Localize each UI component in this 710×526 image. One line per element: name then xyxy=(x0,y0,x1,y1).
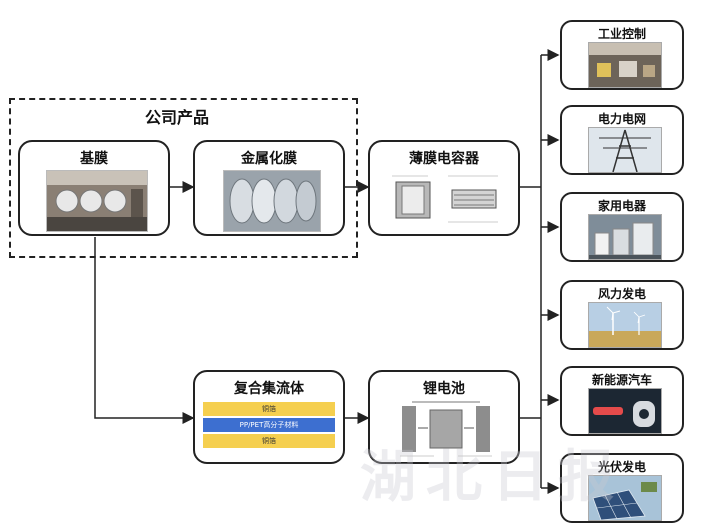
app-power-grid[interactable]: 电力电网 xyxy=(560,105,684,175)
home-appliances-image xyxy=(588,214,662,260)
lithium-battery-image xyxy=(394,398,498,460)
watermark: 湖北日报 xyxy=(360,444,624,510)
node-film-capacitor[interactable]: 薄膜电容器 xyxy=(368,140,520,236)
wind-power-image xyxy=(588,302,662,348)
app-industrial-control[interactable]: 工业控制 xyxy=(560,20,684,90)
node-title: 复合集流体 xyxy=(234,381,304,397)
power-grid-image xyxy=(588,127,662,173)
metallized-film-image xyxy=(223,170,321,232)
node-title: 锂电池 xyxy=(423,381,465,397)
app-photovoltaic[interactable]: 光伏发电 xyxy=(560,453,684,523)
group-label: 公司产品 xyxy=(145,108,210,127)
new-energy-vehicle-image xyxy=(588,388,662,434)
app-title: 风力发电 xyxy=(597,287,646,301)
node-lithium-battery[interactable]: 锂电池 xyxy=(368,370,520,464)
node-base-film[interactable]: 基膜 xyxy=(18,140,170,236)
app-title: 光伏发电 xyxy=(597,460,646,474)
app-title: 家用电器 xyxy=(597,199,646,213)
polymer-layer: PP/PET高分子材料 xyxy=(203,418,335,432)
node-composite-collector[interactable]: 复合集流体 铜箔 PP/PET高分子材料 铜箔 xyxy=(193,370,345,464)
app-new-energy-vehicle[interactable]: 新能源汽车 xyxy=(560,366,684,436)
industrial-control-image xyxy=(588,42,662,88)
company-products-group xyxy=(9,98,358,258)
arrow-base-to-composite xyxy=(94,237,195,424)
node-metallized-film[interactable]: 金属化膜 xyxy=(193,140,345,236)
film-capacitor-image xyxy=(388,170,504,232)
app-home-appliances[interactable]: 家用电器 xyxy=(560,192,684,262)
copper-layer-top: 铜箔 xyxy=(203,402,335,416)
app-title: 工业控制 xyxy=(597,27,646,41)
copper-layer-bottom: 铜箔 xyxy=(203,434,335,448)
app-wind-power[interactable]: 风力发电 xyxy=(560,280,684,350)
app-title: 新能源汽车 xyxy=(591,373,652,387)
node-title: 金属化膜 xyxy=(241,151,297,167)
photovoltaic-image xyxy=(588,475,662,521)
node-title: 基膜 xyxy=(80,151,108,167)
base-film-image xyxy=(46,170,148,232)
app-title: 电力电网 xyxy=(597,112,646,126)
node-title: 薄膜电容器 xyxy=(409,151,479,167)
